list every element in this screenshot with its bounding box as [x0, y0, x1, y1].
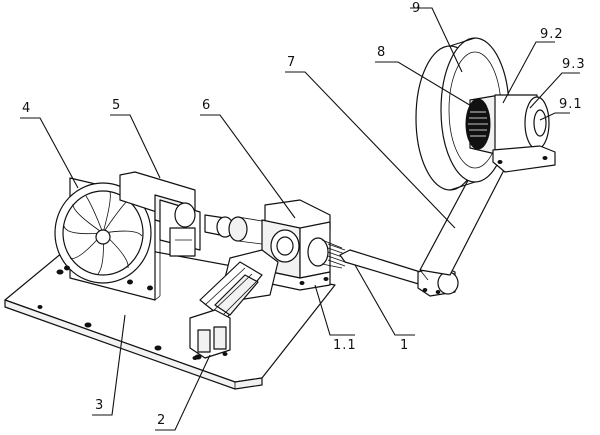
- label-5: 5: [112, 98, 121, 113]
- label-9-1: 9.1: [559, 97, 583, 112]
- label-9-2: 9.2: [540, 27, 564, 42]
- label-9: 9: [412, 1, 421, 16]
- label-3: 3: [95, 398, 104, 413]
- motor-reducer: [465, 94, 556, 173]
- bearing-coupling-unit: [119, 171, 263, 257]
- label-1-1: 1.1: [333, 338, 357, 353]
- fan-assembly: [54, 177, 161, 301]
- label-7: 7: [287, 55, 296, 70]
- label-4: 4: [22, 101, 31, 116]
- leader-lines: [20, 7, 580, 431]
- label-9-3: 9.3: [562, 57, 586, 72]
- label-8: 8: [377, 45, 386, 60]
- label-6: 6: [202, 98, 211, 113]
- part-labels: 4 5 6 7 8 9 9.2 9.3 9.1 1.1 1 3 2: [22, 1, 586, 428]
- label-2: 2: [157, 413, 166, 428]
- label-1: 1: [400, 338, 409, 353]
- linear-actuator: [189, 249, 279, 360]
